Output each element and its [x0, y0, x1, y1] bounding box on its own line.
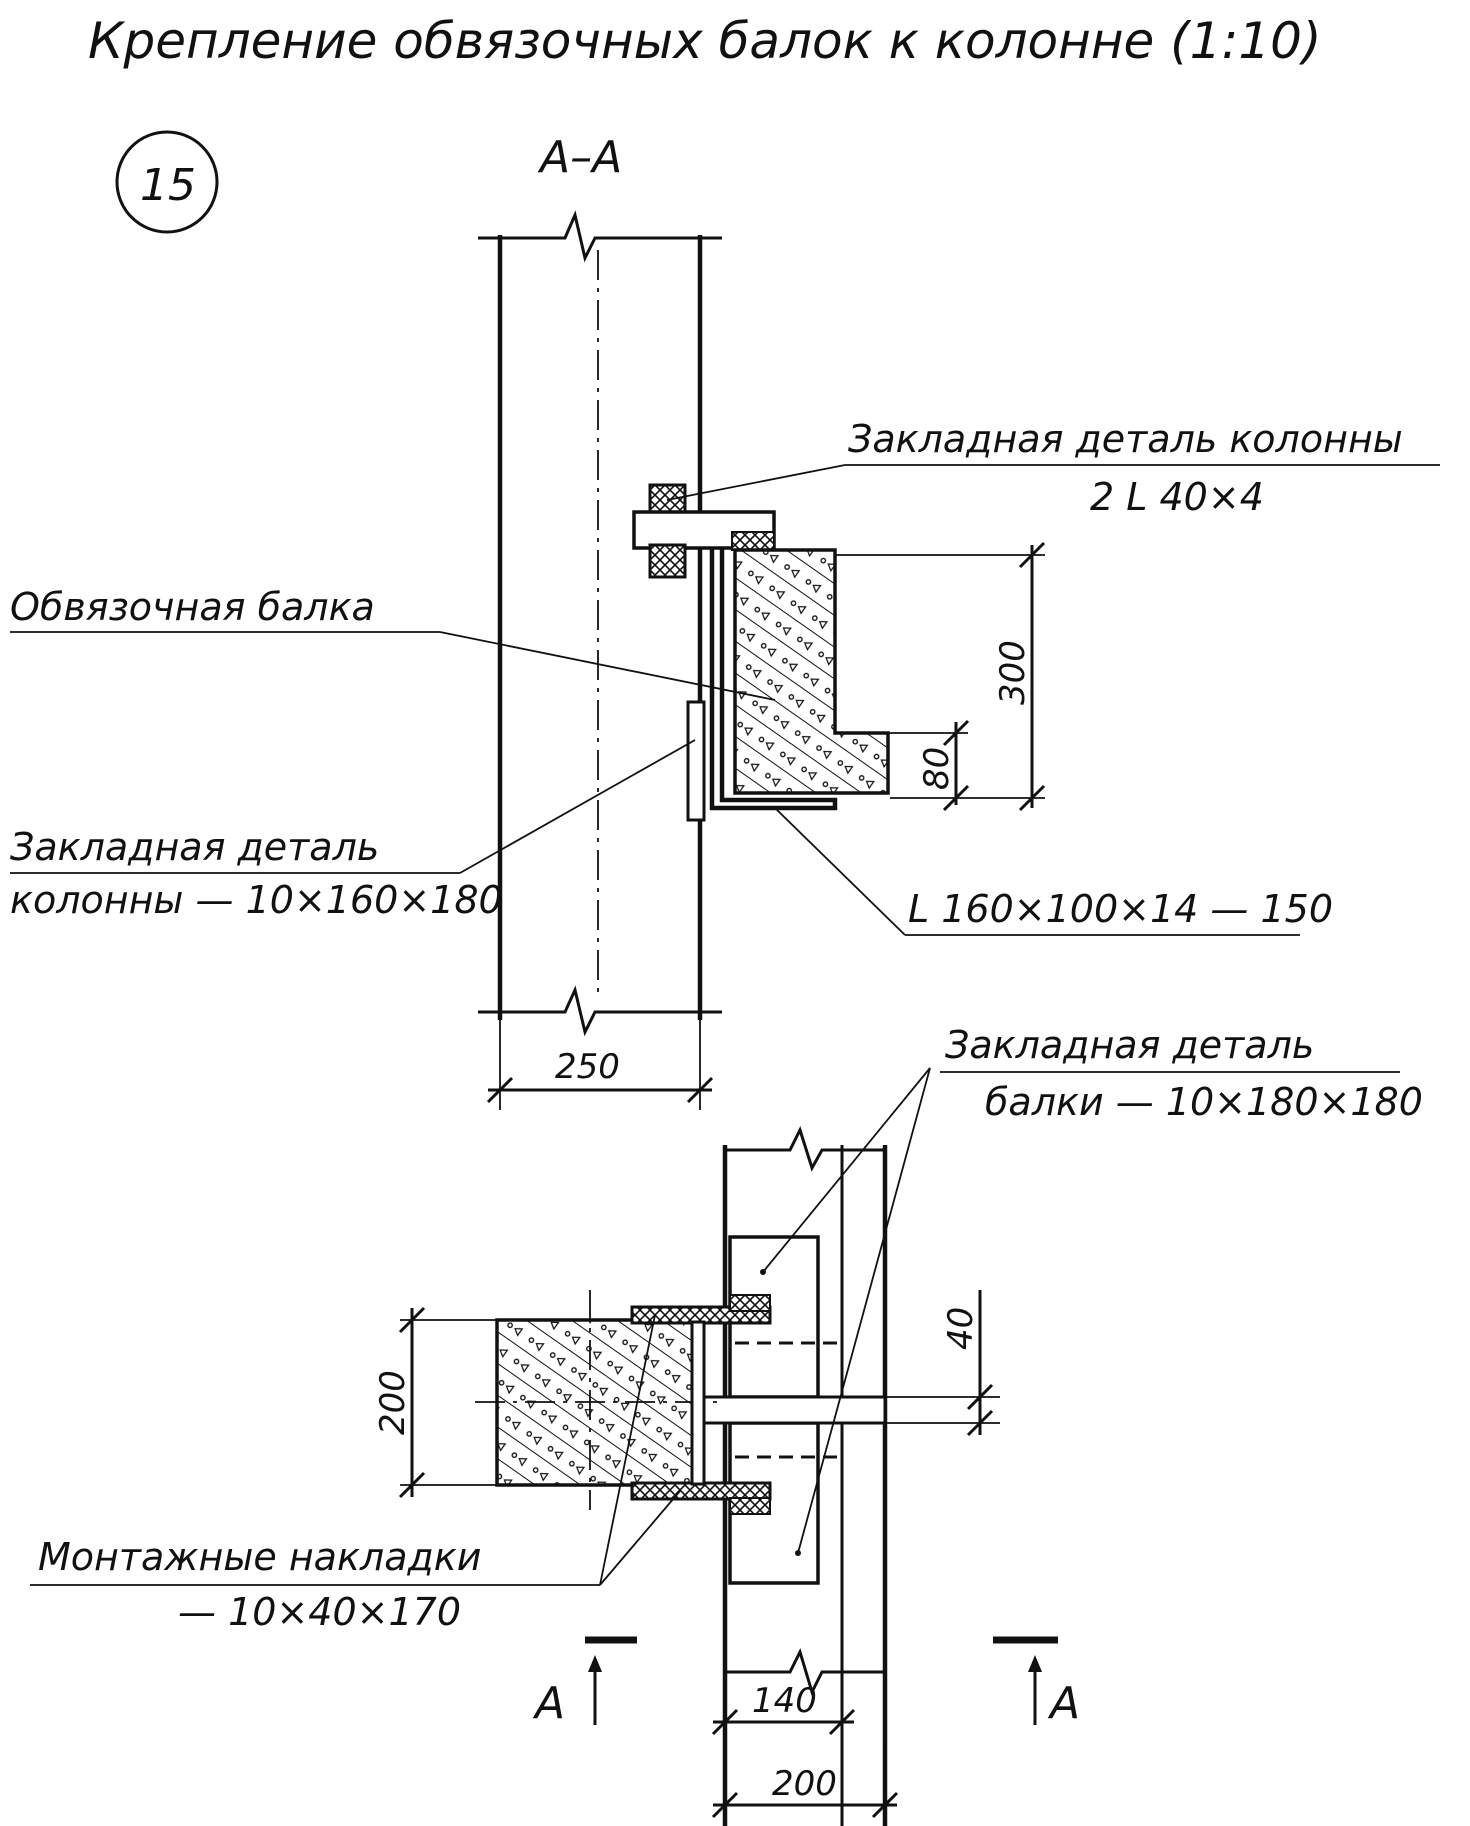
tie-beam-plan	[475, 1290, 772, 1515]
dim-column-width: 250	[555, 1047, 620, 1087]
label-embedded-column-top: Закладная деталь колонны	[848, 417, 1403, 461]
dim-column-width-plan: 200	[772, 1764, 837, 1804]
dim-beam-height: 300	[993, 640, 1033, 705]
dimension-300: 300	[835, 541, 1046, 812]
label-mounting-plates: Монтажные накладки	[38, 1535, 481, 1579]
dimension-80: 80	[888, 719, 970, 812]
leader-embedded-column-plate: Закладная деталь колонны — 10×160×180	[10, 739, 696, 922]
leader-embedded-column-top: Закладная деталь колонны 2 L 40×4	[666, 417, 1440, 519]
label-embedded-beam: Закладная деталь	[945, 1023, 1314, 1067]
dimension-250: 250	[486, 1020, 714, 1110]
label-embedded-column-top-spec: 2 L 40×4	[1090, 475, 1264, 519]
label-mounting-plates-spec: — 10×40×170	[178, 1590, 461, 1634]
label-tie-beam: Обвязочная балка	[10, 585, 375, 629]
tie-beam-section	[686, 548, 890, 822]
section-label: А–А	[537, 132, 622, 183]
detail-number: 15	[140, 160, 196, 211]
leader-mounting-plates: Монтажные накладки — 10×40×170	[30, 1314, 681, 1634]
leader-angle: L 160×100×14 — 150	[774, 807, 1333, 936]
column-elevation	[478, 210, 722, 1037]
section-mark-left-text: А	[532, 1678, 565, 1729]
dim-column-inner-plan: 140	[752, 1681, 817, 1721]
label-embedded-column-plate-spec: колонны — 10×160×180	[10, 878, 503, 922]
dimension-200-vertical: 200	[373, 1306, 497, 1499]
section-mark-right-text: А	[1047, 1678, 1080, 1729]
dim-beam-width-plan: 200	[373, 1370, 413, 1435]
section-mark-right: А	[993, 1636, 1080, 1729]
label-embedded-beam-spec: балки — 10×180×180	[985, 1080, 1423, 1124]
dimension-200-horizontal: 200	[711, 1740, 899, 1826]
label-angle-spec: L 160×100×14 — 150	[908, 887, 1333, 931]
dim-gap-plan: 40	[941, 1307, 981, 1350]
drawing-title: Крепление обвязочных балок к колонне (1:…	[88, 12, 1321, 70]
leader-tie-beam: Обвязочная балка	[10, 585, 776, 701]
dim-shelf-height: 80	[917, 747, 957, 790]
section-mark-left: А	[532, 1636, 637, 1729]
dimension-40: 40	[885, 1290, 1000, 1437]
dimension-140: 140	[711, 1680, 856, 1740]
leader-embedded-beam: Закладная деталь балки — 10×180×180	[762, 1023, 1423, 1554]
label-embedded-column-plate: Закладная деталь	[10, 825, 379, 869]
embedded-column-top-part	[632, 483, 776, 579]
detail-number-marker: 15	[115, 130, 219, 234]
